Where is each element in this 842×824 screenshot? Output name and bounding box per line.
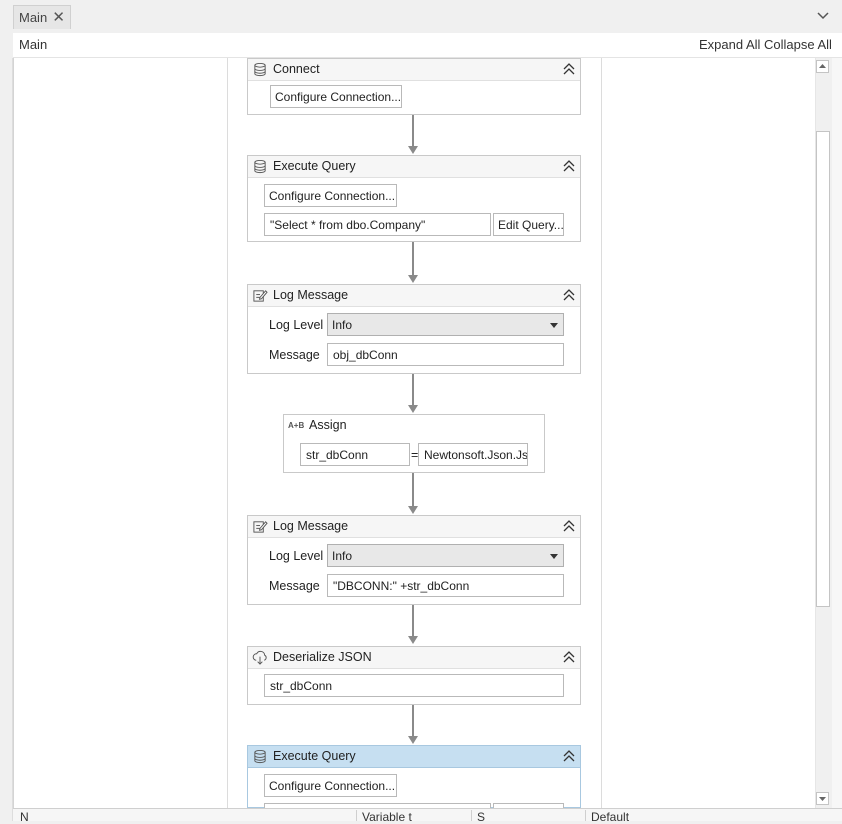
- connector-line: [412, 473, 414, 507]
- equals-sign: =: [411, 448, 419, 462]
- log-level-select[interactable]: Info: [327, 544, 564, 567]
- message-input[interactable]: "DBCONN:" +str_dbConn: [327, 574, 564, 597]
- scroll-up-button[interactable]: [816, 60, 829, 73]
- scroll-down-button[interactable]: [816, 792, 829, 805]
- message-input[interactable]: obj_dbConn: [327, 343, 564, 366]
- dropdown-arrow-icon: [550, 323, 558, 328]
- column-separator: [356, 810, 357, 821]
- activity-header: Log Message: [248, 285, 580, 307]
- configure-connection-button[interactable]: Configure Connection...: [264, 774, 397, 797]
- collapse-icon[interactable]: [562, 649, 576, 665]
- activity-header: Log Message: [248, 516, 580, 538]
- tab-main[interactable]: Main ✕: [13, 5, 71, 29]
- expand-all-button[interactable]: Expand All: [699, 37, 761, 52]
- activity-title: Connect: [273, 62, 320, 76]
- configure-connection-button[interactable]: Configure Connection...: [264, 184, 397, 207]
- arrow-down-icon: [819, 797, 826, 801]
- activity-header: Execute Query: [248, 746, 580, 768]
- breadcrumb[interactable]: Main: [19, 37, 48, 52]
- tab-title: Main: [19, 10, 48, 25]
- column-header-scope[interactable]: S: [477, 810, 486, 824]
- collapse-icon[interactable]: [562, 158, 576, 174]
- column-separator: [585, 810, 586, 821]
- activity-title: Assign: [309, 418, 347, 432]
- tab-strip: [0, 0, 842, 33]
- assign-to-input[interactable]: str_dbConn: [300, 443, 410, 466]
- log-level-label: Log Level: [269, 318, 324, 332]
- activity-title: Execute Query: [273, 749, 356, 763]
- edit-query-button[interactable]: Edit Query...: [493, 213, 564, 236]
- database-icon: [254, 62, 266, 77]
- activity-header: Connect: [248, 59, 580, 81]
- variables-panel-header: [13, 808, 842, 821]
- right-edge: [832, 58, 842, 808]
- connector-arrow: [408, 636, 418, 644]
- activity-title: Log Message: [273, 519, 349, 533]
- log-message-icon: [253, 290, 268, 302]
- activity-header: Execute Query: [248, 156, 580, 178]
- breadcrumb-bar: [13, 33, 842, 58]
- connector-line: [412, 705, 414, 737]
- collapse-icon[interactable]: [562, 287, 576, 303]
- collapse-icon[interactable]: [562, 61, 576, 77]
- database-icon: [254, 159, 266, 174]
- connector-line: [412, 115, 414, 147]
- arrow-up-icon: [819, 64, 826, 68]
- activity-header: Deserialize JSON: [248, 647, 580, 669]
- database-icon: [254, 749, 266, 764]
- message-label: Message: [269, 579, 320, 593]
- connector-arrow: [408, 736, 418, 744]
- close-icon[interactable]: ✕: [52, 9, 65, 26]
- collapse-icon[interactable]: [562, 748, 576, 764]
- dropdown-arrow-icon: [550, 554, 558, 559]
- connector-arrow: [408, 506, 418, 514]
- column-separator: [471, 810, 472, 821]
- log-level-value: Info: [332, 548, 353, 563]
- connector-line: [412, 605, 414, 637]
- collapse-all-button[interactable]: Collapse All: [764, 37, 832, 52]
- query-input-partial[interactable]: [264, 803, 491, 808]
- log-level-value: Info: [332, 317, 353, 332]
- log-level-select[interactable]: Info: [327, 313, 564, 336]
- column-header-variable-type[interactable]: Variable t: [362, 810, 412, 824]
- activity-title: Execute Query: [273, 159, 356, 173]
- connector-line: [412, 374, 414, 406]
- log-message-icon: [253, 521, 268, 533]
- edit-query-button-partial[interactable]: [493, 803, 564, 808]
- connector-line: [412, 242, 414, 276]
- activity-title: Log Message: [273, 288, 349, 302]
- assign-value-input[interactable]: Newtonsoft.Json.Js: [418, 443, 528, 466]
- activity-title: Deserialize JSON: [273, 650, 372, 664]
- connector-arrow: [408, 405, 418, 413]
- chevron-down-icon[interactable]: [816, 8, 830, 22]
- connector-arrow: [408, 275, 418, 283]
- configure-connection-button[interactable]: Configure Connection...: [270, 85, 402, 108]
- column-header-name[interactable]: N: [20, 810, 29, 824]
- activity-header: A+B Assign: [284, 415, 544, 436]
- column-header-default[interactable]: Default: [591, 810, 630, 824]
- json-input[interactable]: str_dbConn: [264, 674, 564, 697]
- assign-icon: A+B: [288, 421, 305, 430]
- message-label: Message: [269, 348, 320, 362]
- connector-arrow: [408, 146, 418, 154]
- deserialize-json-icon: [252, 650, 267, 665]
- log-level-label: Log Level: [269, 549, 324, 563]
- collapse-icon[interactable]: [562, 518, 576, 534]
- scroll-thumb[interactable]: [816, 131, 830, 607]
- left-strip: [0, 58, 13, 821]
- query-input[interactable]: "Select * from dbo.Company": [264, 213, 491, 236]
